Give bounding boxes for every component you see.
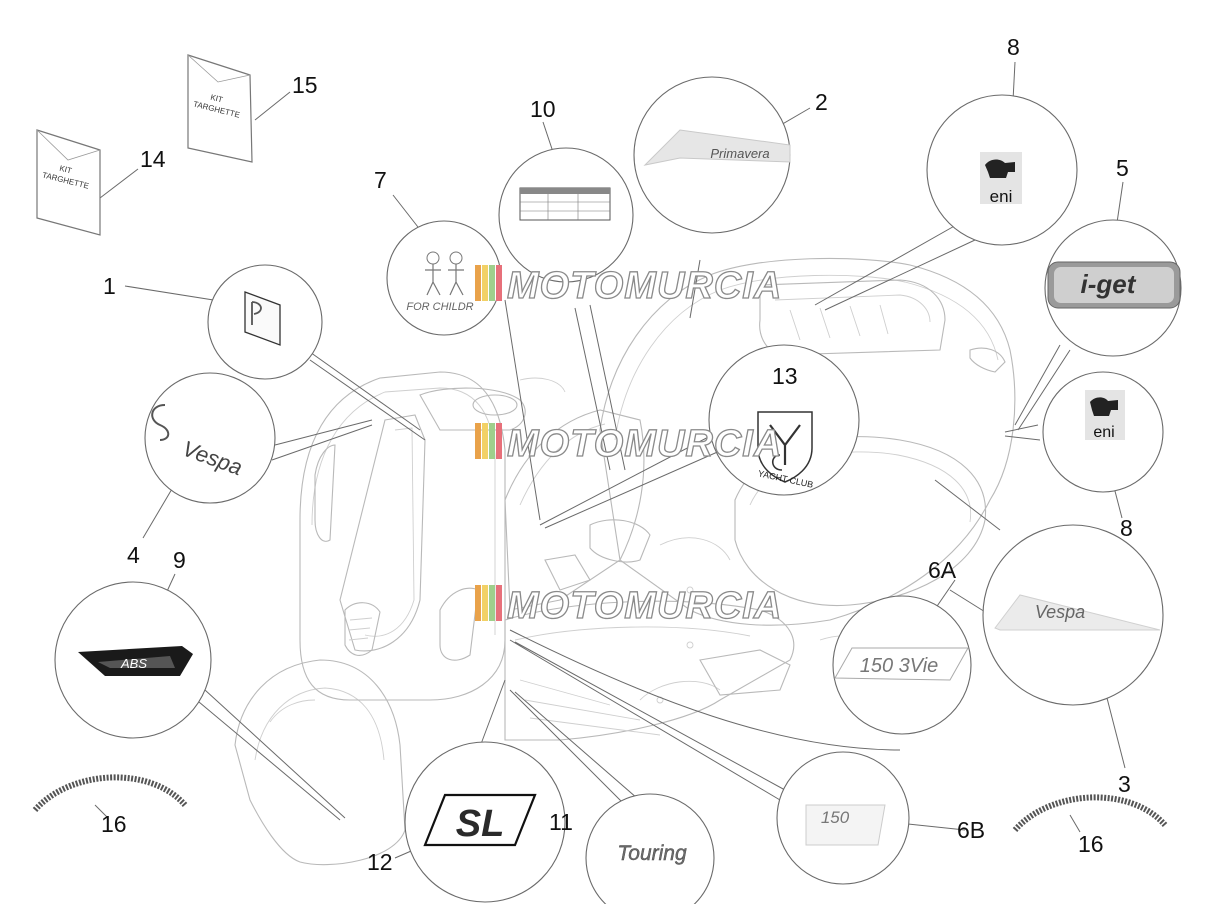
kit-envelope-14: KIT TARGHETTE [36,129,101,236]
for-children-text: FOR CHILDR [406,301,473,313]
callout-5: 5 [1116,155,1129,181]
callout-2: 2 [815,89,828,115]
callout-12: 12 [367,849,393,875]
vespa-side-text: Vespa [1035,602,1085,622]
tyre-pressure-label [519,187,611,221]
callout-6b: 6B [957,817,985,843]
watermark-text-3: MOTOMURCIA [507,585,782,627]
primavera-decal: Primavera [643,129,791,166]
watermark-stripe [489,423,495,459]
vespa-side-decal: Vespa [994,594,1161,631]
callout-16-left: 16 [101,811,127,837]
eni-text-bottom: eni [1093,424,1114,441]
model-150-3vie-text: 150 3Vie [860,655,939,677]
sl-text: SL [456,803,505,845]
watermark-text-1: MOTOMURCIA [507,265,782,307]
primavera-text: Primavera [710,146,769,161]
watermark-text-2: MOTOMURCIA [507,423,782,465]
watermark-stripe [489,265,495,301]
wheel-stripe-right [1012,794,1168,833]
yacht-club-badge: YACHT CLUB [757,411,814,490]
watermark-stripe [482,423,488,459]
callout-numbers: 1 2 3 4 5 6A 6B 7 8 8 9 10 11 12 13 14 1… [101,34,1133,875]
kit-envelope-15: KIT TARGHETTE [187,54,253,163]
watermark-1: MOTOMURCIA [475,264,782,308]
kit-word-15: KIT [209,93,223,105]
callout-15: 15 [292,72,318,98]
eni-logo-bottom: eni [1085,390,1125,441]
scooter-outline [234,257,1016,866]
bubble-11 [585,793,715,909]
bubble-4 [144,372,276,504]
piaggio-badge [244,291,281,346]
iget-text: i-get [1081,269,1137,299]
sl-badge: SL [423,793,537,847]
touring-text: Touring [617,842,687,865]
abs-decal: ABS [78,646,193,676]
abs-text: ABS [120,656,147,671]
watermark-stripe [496,423,502,459]
callout-3: 3 [1118,771,1131,797]
eni-text-top: eni [990,187,1013,206]
watermark-stripe [475,265,481,301]
watermark-stripe [489,585,495,621]
callout-7: 7 [374,167,387,193]
callout-8-bottom: 8 [1120,515,1133,541]
watermark-stripe [482,585,488,621]
callout-13: 13 [772,363,798,389]
eni-logo-top: eni [980,152,1022,206]
callout-8-top: 8 [1007,34,1020,60]
callout-6a: 6A [928,557,957,583]
callout-1: 1 [103,273,116,299]
watermark-stripe [475,585,481,621]
watermark-stripe [496,585,502,621]
watermark-stripe [482,265,488,301]
callout-10: 10 [530,96,556,122]
watermark-stripe [475,423,481,459]
callout-4: 4 [127,542,140,568]
wheel-stripe-left [32,774,188,813]
kit-word-14: KIT [58,164,72,176]
watermark-stripe [496,265,502,301]
callout-14: 14 [140,146,166,172]
iget-badge: i-get [1047,261,1181,309]
watermark-3: MOTOMURCIA [475,584,782,628]
model-150-decal: 150 [805,804,886,846]
touring-decal: Touring [617,842,687,865]
model-150-text: 150 [821,808,850,827]
model-150-3vie-decal: 150 3Vie [834,647,969,681]
callout-9: 9 [173,547,186,573]
callout-11: 11 [549,809,573,835]
callout-16-right: 16 [1078,831,1104,857]
watermark-2: MOTOMURCIA [475,422,782,466]
for-children-decal: FOR CHILDR [406,251,474,313]
